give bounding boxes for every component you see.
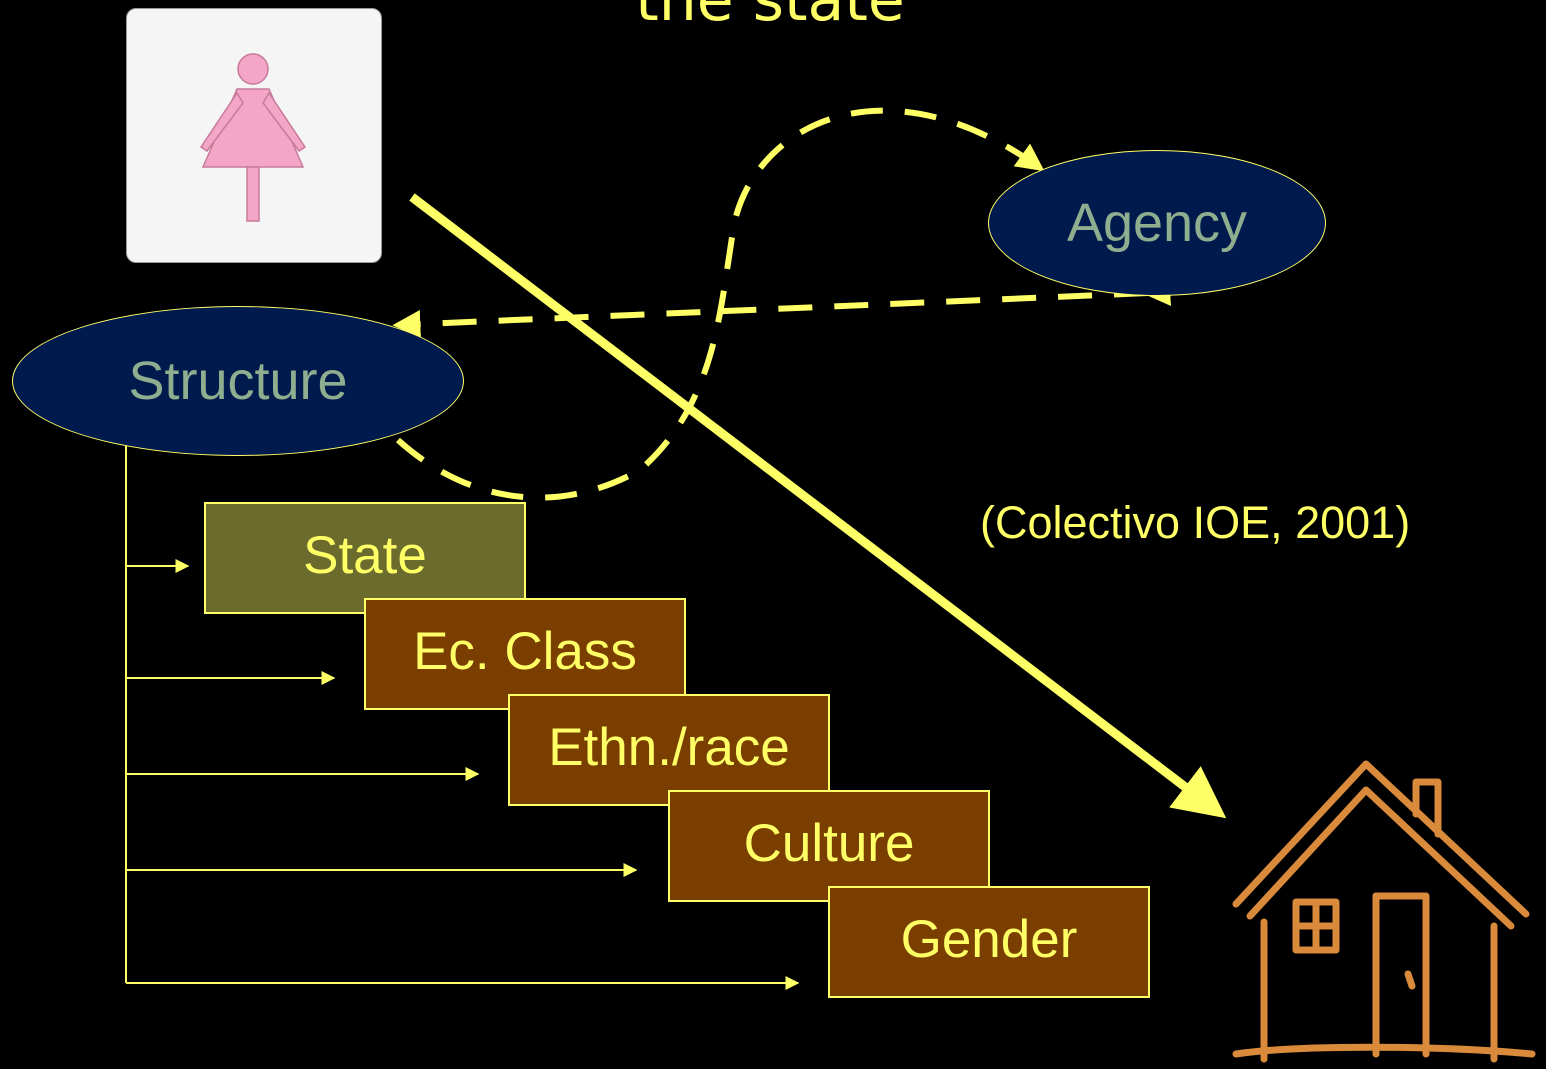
factor-culture: Culture [668, 790, 990, 902]
factor-ethn-race: Ethn./race [508, 694, 830, 806]
citation: (Colectivo IOE, 2001) [980, 497, 1411, 548]
structure-node: Structure [12, 306, 464, 456]
factor-gender-label: Gender [900, 910, 1078, 969]
factor-culture-label: Culture [743, 814, 915, 873]
factor-state-label: State [303, 526, 427, 585]
factor-state: State [204, 502, 526, 614]
woman-card [126, 8, 382, 263]
house-icon [1226, 754, 1542, 1069]
factor-ec-class: Ec. Class [364, 598, 686, 710]
agency-structure-dashed-arrow [392, 278, 1171, 339]
agency-node: Agency [988, 150, 1326, 296]
structure-label: Structure [128, 351, 348, 411]
factor-gender: Gender [828, 886, 1150, 998]
agency-label: Agency [1066, 193, 1248, 253]
factor-ethn-race-label: Ethn./race [548, 718, 790, 777]
woman-icon [199, 53, 307, 222]
slide-title: the state [635, 0, 905, 35]
factor-ec-class-label: Ec. Class [413, 622, 637, 681]
